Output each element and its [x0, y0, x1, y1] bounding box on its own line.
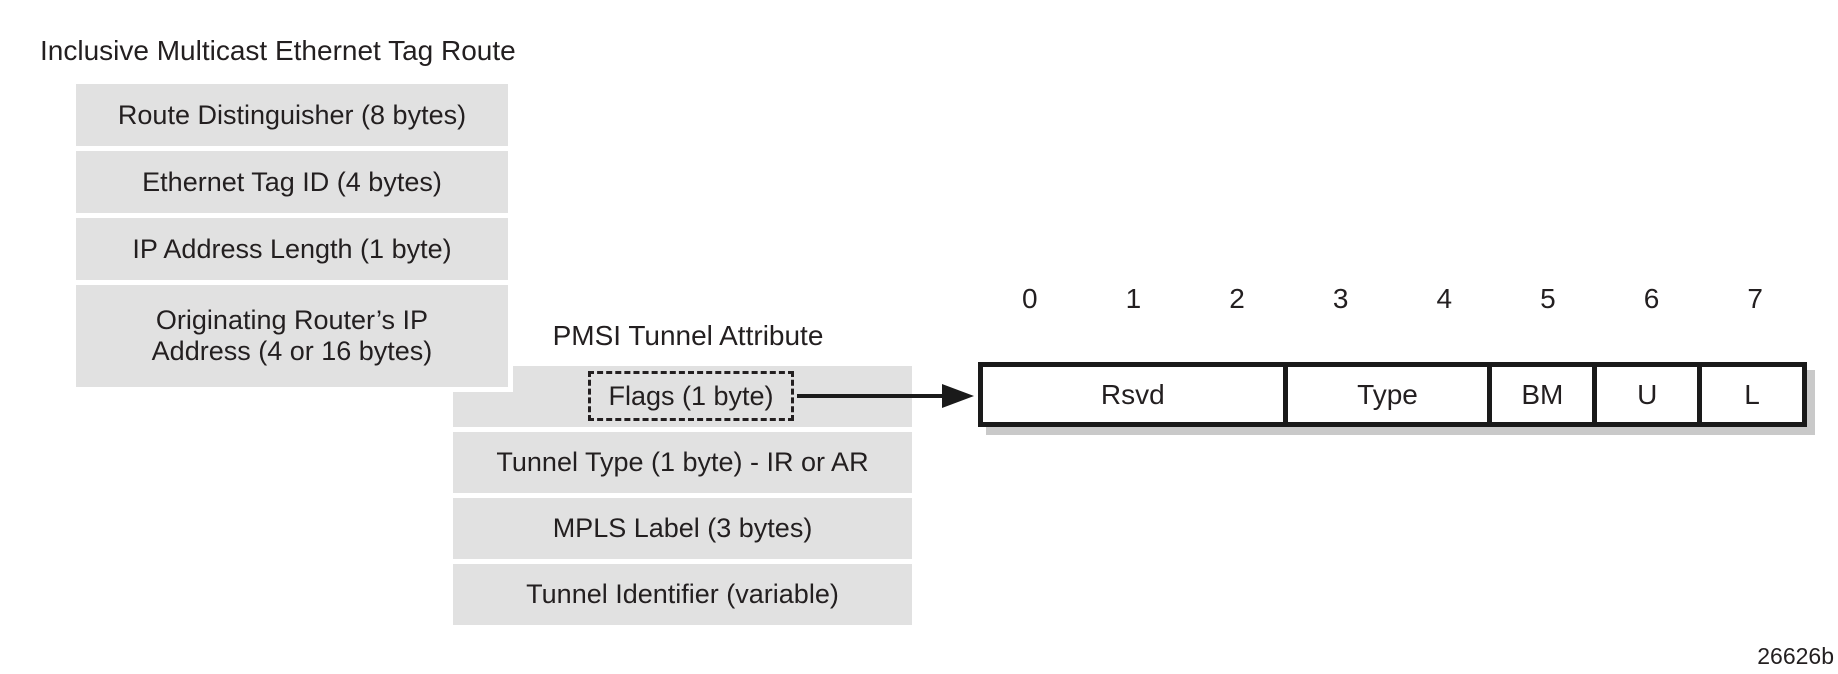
bit-number-5: 5	[1540, 283, 1556, 314]
imet-route-title: Inclusive Multicast Ethernet Tag Route	[40, 35, 516, 66]
bitfield-cell-type-label: Type	[1357, 378, 1418, 410]
bit-number-ruler: 0 1 2 3 4 5 6 7	[978, 284, 1807, 314]
pmsi-row-mpls-label: MPLS Label (3 bytes)	[453, 498, 912, 559]
bitfield-cell-u: U	[1592, 367, 1697, 422]
arrow-head	[942, 384, 974, 408]
pmsi-attribute-title: PMSI Tunnel Attribute	[552, 320, 824, 351]
bitfield-cell-l: L	[1697, 367, 1802, 422]
flags-dashed-highlight: Flags (1 byte)	[588, 371, 794, 421]
imet-row-ip-address-length-label: IP Address Length (1 byte)	[132, 233, 452, 264]
flags-bitfield-box: Rsvd Type BM U L	[978, 362, 1807, 427]
bit-number-7: 7	[1747, 283, 1763, 314]
bitfield-cell-l-label: L	[1744, 378, 1760, 410]
pmsi-row-tunnel-identifier: Tunnel Identifier (variable)	[453, 564, 912, 625]
imet-row-originating-router-ip-label: Originating Router’s IP Address (4 or 16…	[152, 305, 433, 367]
pmsi-row-tunnel-type-label: Tunnel Type (1 byte) - IR or AR	[496, 447, 869, 477]
bitfield-cell-type: Type	[1282, 367, 1488, 422]
imet-row-route-distinguisher: Route Distinguisher (8 bytes)	[76, 84, 508, 146]
bitfield-cell-u-label: U	[1637, 378, 1658, 410]
bit-number-0: 0	[1022, 283, 1038, 314]
imet-row-ethernet-tag-id: Ethernet Tag ID (4 bytes)	[76, 151, 508, 213]
pmsi-row-flags-label: Flags (1 byte)	[608, 380, 774, 411]
bit-number-6: 6	[1643, 283, 1660, 314]
bit-number-4: 4	[1436, 283, 1453, 314]
imet-row-originating-router-ip: Originating Router’s IP Address (4 or 16…	[71, 280, 513, 392]
originating-row-line2: Address (4 or 16 bytes)	[151, 336, 433, 366]
bitfield-cell-bm-label: BM	[1521, 378, 1564, 410]
originating-row-line1: Originating Router’s IP	[155, 305, 429, 335]
imet-row-route-distinguisher-label: Route Distinguisher (8 bytes)	[117, 99, 467, 130]
bit-number-3: 3	[1332, 283, 1349, 314]
bitfield-cell-rsvd: Rsvd	[983, 367, 1283, 422]
pmsi-row-mpls-label-text: MPLS Label (3 bytes)	[552, 513, 813, 543]
bitfield-cell-rsvd-label: Rsvd	[1100, 378, 1165, 410]
bitfield-cell-bm: BM	[1487, 367, 1592, 422]
imet-row-ethernet-tag-id-label: Ethernet Tag ID (4 bytes)	[142, 166, 442, 197]
figure-id-label: 26626b	[1757, 643, 1834, 669]
bit-number-1: 1	[1125, 283, 1142, 314]
imet-row-ip-address-length: IP Address Length (1 byte)	[76, 218, 508, 280]
bit-number-2: 2	[1229, 283, 1245, 314]
pmsi-row-tunnel-identifier-label: Tunnel Identifier (variable)	[526, 579, 839, 609]
pmsi-row-tunnel-type: Tunnel Type (1 byte) - IR or AR	[453, 432, 912, 493]
